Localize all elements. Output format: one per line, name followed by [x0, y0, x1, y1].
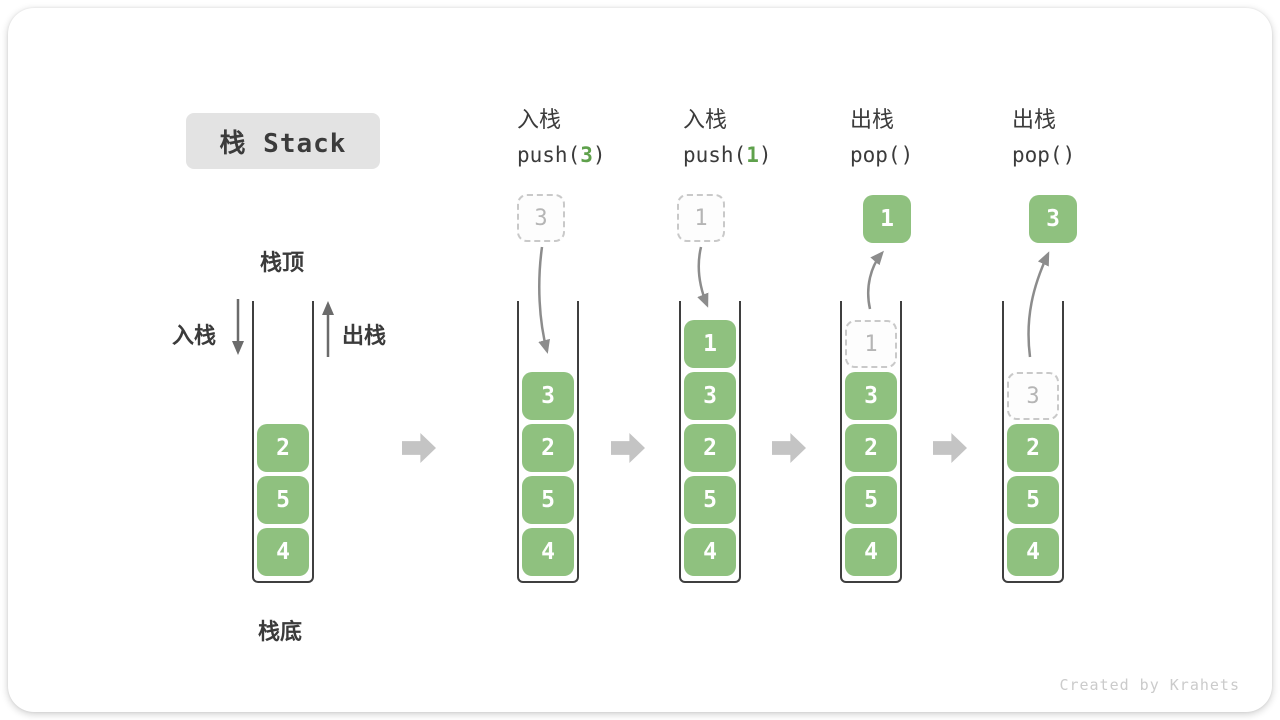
stack-cell: 2	[684, 424, 736, 472]
stack-cell: 5	[684, 476, 736, 524]
stack-cell: 3	[845, 372, 897, 420]
operation-label-push1: 入栈 push(1)	[683, 106, 853, 169]
operation-name: 出栈	[1012, 107, 1057, 132]
stack-cell: 2	[257, 424, 309, 472]
push-side-label: 入栈	[172, 323, 217, 348]
popped-value-box: 3	[1029, 195, 1077, 243]
stack-cell: 3	[522, 372, 574, 420]
push-arg-value: 3	[580, 143, 593, 167]
pushed-value-box: 1	[677, 194, 725, 242]
operation-code: push(1)	[683, 143, 772, 167]
stack-cell-ghost: 3	[1007, 372, 1059, 420]
stack-cell: 4	[684, 528, 736, 576]
stack-cell: 5	[522, 476, 574, 524]
stack-bottom-label: 栈底	[257, 619, 302, 644]
pushed-value-box: 3	[517, 194, 565, 242]
operation-code: push(3)	[517, 143, 606, 167]
stack-cell: 2	[522, 424, 574, 472]
watermark: Created by Krahets	[1059, 676, 1240, 694]
operation-code: pop()	[850, 143, 914, 167]
operation-label-pop-1: 出栈 pop()	[850, 106, 1020, 169]
operation-name: 入栈	[683, 107, 728, 132]
operation-label-push3: 入栈 push(3)	[517, 106, 687, 169]
stack-cell: 1	[684, 320, 736, 368]
stack-cell: 4	[257, 528, 309, 576]
stack-cell: 4	[845, 528, 897, 576]
diagram-title: 栈 Stack	[186, 113, 380, 169]
popped-value-box: 1	[863, 195, 911, 243]
operation-name: 出栈	[850, 107, 895, 132]
stack-cell: 5	[257, 476, 309, 524]
push-arg-value: 1	[746, 143, 759, 167]
stack-cell: 2	[1007, 424, 1059, 472]
operation-label-pop-2: 出栈 pop()	[1012, 106, 1182, 169]
stack-cell: 4	[1007, 528, 1059, 576]
stack-cell: 2	[845, 424, 897, 472]
stack-cell-ghost: 1	[845, 320, 897, 368]
operation-code: pop()	[1012, 143, 1076, 167]
stack-top-label: 栈顶	[259, 250, 304, 275]
stack-cell: 5	[1007, 476, 1059, 524]
stack-cell: 5	[845, 476, 897, 524]
stack-cell: 3	[684, 372, 736, 420]
operation-name: 入栈	[517, 107, 562, 132]
pop-side-label: 出栈	[342, 323, 387, 348]
stack-cell: 4	[522, 528, 574, 576]
